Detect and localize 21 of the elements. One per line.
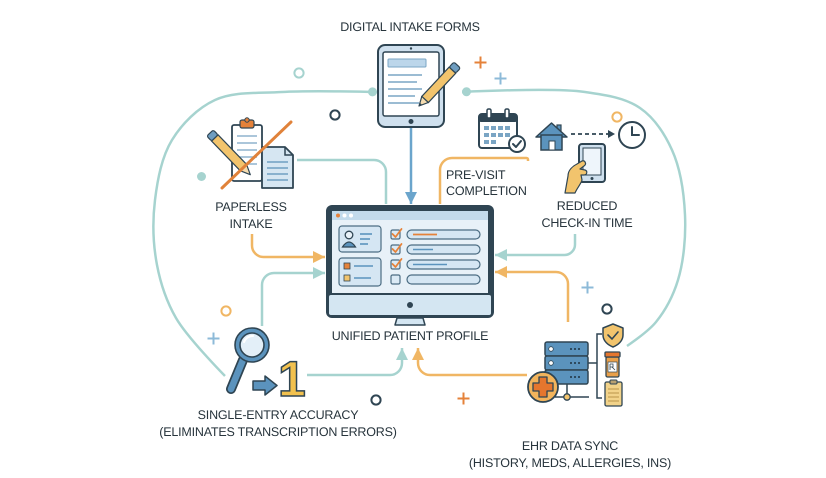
- arrow: [260, 267, 325, 326]
- arrow: [250, 234, 325, 263]
- dot-ended-line: [462, 87, 686, 348]
- feature-title: PAPERLESS INTAKE: [214, 199, 288, 233]
- dot-ended-line: [152, 87, 378, 377]
- feature-title: DIGITAL INTAKE FORMS: [339, 19, 481, 36]
- feature-title: UNIFIED PATIENT PROFILE: [330, 328, 490, 345]
- arrow: [405, 128, 417, 204]
- feature-subtitle: (HISTORY, MEDS, ALLERGIES, INS): [468, 455, 672, 472]
- feature-title: PRE-VISIT COMPLETION: [446, 167, 528, 199]
- arrow: [412, 348, 527, 376]
- feature-title: SINGLE-ENTRY ACCURACY: [196, 407, 360, 424]
- feature-title: EHR DATA SYNC: [520, 438, 620, 455]
- big-numeral: 1: [278, 354, 307, 404]
- connector-line: [297, 158, 388, 204]
- arrow: [495, 266, 570, 322]
- connector-line: [438, 156, 530, 204]
- arrow: [307, 348, 408, 376]
- feature-subtitle: (ELIMINATES TRANSCRIPTION ERRORS): [158, 424, 398, 441]
- feature-title: REDUCED CHECK-IN TIME: [540, 198, 634, 232]
- arrow: [495, 234, 576, 261]
